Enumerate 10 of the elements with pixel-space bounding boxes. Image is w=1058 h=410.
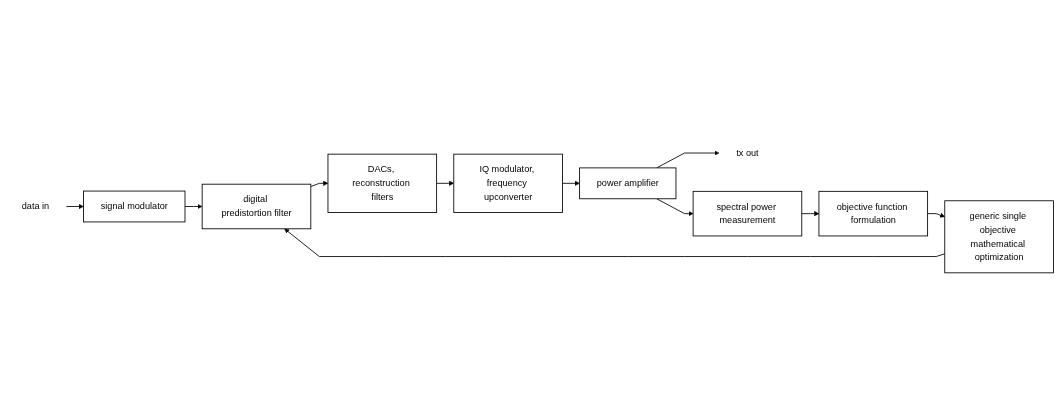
node-box: spectral power measurement xyxy=(692,190,803,237)
node-box: generic single objective mathematical optimization xyxy=(944,200,1054,274)
node-box: IQ modulator, frequency upconverter xyxy=(453,153,563,213)
node-box: objective function formulation xyxy=(818,190,929,237)
node-box: digital predistortion filter xyxy=(201,183,312,229)
node-box: DACs, reconstruction filters xyxy=(327,153,438,213)
node-box: signal modulator xyxy=(83,190,186,223)
node-box: power amplifier xyxy=(579,167,677,199)
node-text: data in xyxy=(21,201,50,211)
node-text: tx out xyxy=(736,147,759,158)
